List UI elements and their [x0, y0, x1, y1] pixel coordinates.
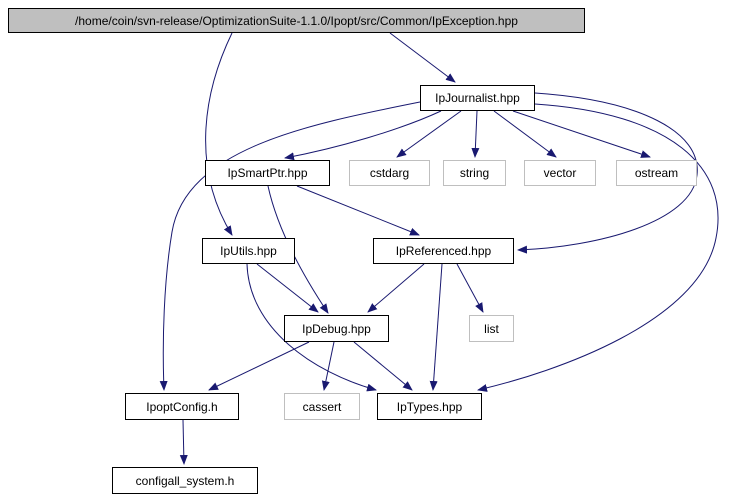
edge-IpJournalist-IpReferenced [517, 92, 698, 254]
edge-IpJournalist-ostream [512, 110, 651, 158]
node-IpSmartPtr[interactable]: IpSmartPtr.hpp [205, 160, 330, 186]
edge-IpException-IpUtils [205, 32, 233, 236]
node-IpTypes[interactable]: IpTypes.hpp [377, 393, 482, 420]
node-IpReferenced[interactable]: IpReferenced.hpp [373, 238, 514, 264]
node-ostream: ostream [616, 160, 697, 186]
edge-IpUtils-IpTypes [246, 263, 377, 392]
node-configall_system[interactable]: configall_system.h [112, 467, 258, 494]
edge-IpDebug-cassert [321, 341, 335, 391]
edge-IpReferenced-IpDebug [367, 263, 425, 313]
node-cstdarg: cstdarg [349, 160, 430, 186]
edge-IpDebug-IpTypes [353, 341, 413, 391]
node-list: list [469, 315, 514, 342]
edge-IpSmartPtr-IpReferenced [296, 185, 420, 236]
edge-IpJournalist-IpoptConfig [159, 101, 421, 391]
edge-IpException-IpJournalist [389, 32, 456, 83]
edge-IpoptConfig-configall_system [179, 419, 188, 465]
node-string: string [443, 160, 506, 186]
node-vector: vector [524, 160, 596, 186]
node-IpJournalist[interactable]: IpJournalist.hpp [420, 85, 535, 111]
edge-IpReferenced-IpTypes [429, 263, 443, 391]
node-IpDebug[interactable]: IpDebug.hpp [284, 315, 389, 342]
edge-IpReferenced-list [456, 263, 484, 313]
node-IpoptConfig[interactable]: IpoptConfig.h [125, 393, 239, 420]
edge-IpUtils-IpDebug [256, 263, 319, 313]
edge-IpJournalist-IpTypes [477, 103, 719, 392]
node-cassert: cassert [284, 393, 360, 420]
edge-IpJournalist-cstdarg [396, 110, 462, 158]
edge-IpDebug-IpoptConfig [208, 341, 310, 391]
edge-IpJournalist-string [471, 110, 480, 158]
node-current-file-IpException: /home/coin/svn-release/OptimizationSuite… [8, 8, 585, 33]
node-IpUtils[interactable]: IpUtils.hpp [202, 238, 295, 264]
edge-IpJournalist-vector [493, 110, 557, 158]
edge-IpJournalist-IpSmartPtr [284, 110, 442, 161]
